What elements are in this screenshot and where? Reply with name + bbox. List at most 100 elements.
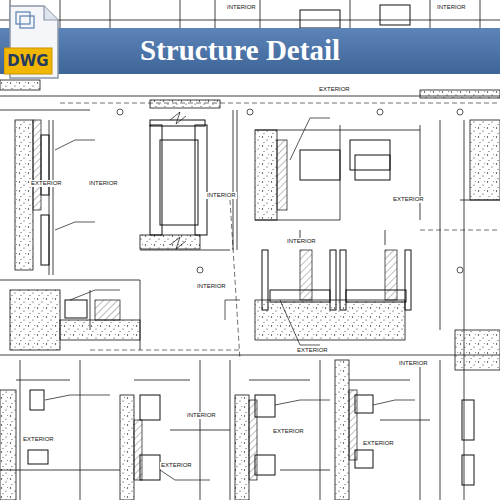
frame-outline <box>30 390 44 410</box>
room-side-label: EXTERIOR <box>160 462 193 469</box>
leader-line <box>170 237 186 249</box>
frame-outline <box>140 395 160 420</box>
frame-outline <box>262 250 268 310</box>
detail-line <box>140 280 141 350</box>
concrete-section <box>0 390 16 500</box>
detail-line <box>140 250 230 251</box>
detail-line <box>320 360 321 500</box>
detail-line <box>340 125 341 220</box>
concrete-section <box>15 120 33 270</box>
detail-marker <box>197 267 203 273</box>
detail-marker <box>457 109 463 115</box>
concrete-section <box>235 395 249 500</box>
frame-outline <box>380 5 410 25</box>
cad-glyph <box>16 12 30 24</box>
file-icon: DWG <box>4 4 62 80</box>
detail-line <box>49 120 50 275</box>
leader-line <box>170 112 186 124</box>
concrete-section <box>10 290 60 350</box>
leader-line <box>55 140 95 150</box>
insulation-layer <box>385 250 397 300</box>
insulation-layer <box>33 120 41 210</box>
room-side-label: EXTERIOR <box>296 347 329 354</box>
detail-line <box>480 0 481 28</box>
file-type-band <box>4 48 52 74</box>
concrete-section <box>120 395 134 500</box>
frame-outline <box>255 455 275 475</box>
detail-line <box>420 360 421 500</box>
insulation-layer <box>300 250 312 300</box>
detail-line <box>255 220 340 221</box>
frame-outline <box>300 150 340 180</box>
detail-line <box>110 0 111 28</box>
detail-line <box>260 0 261 28</box>
frame-outline <box>355 395 373 413</box>
frame-outline <box>160 140 198 225</box>
page-fold <box>44 6 58 20</box>
frame-outline <box>140 455 160 480</box>
cad-glyph <box>20 16 34 28</box>
detail-line <box>237 110 238 250</box>
insulation-layer <box>277 140 287 210</box>
room-side-label: INTERIOR <box>436 4 467 11</box>
concrete-section <box>0 80 40 90</box>
frame-outline <box>300 10 340 28</box>
detail-line <box>0 355 500 356</box>
file-type-label: DWG <box>7 52 48 70</box>
detail-line <box>460 200 500 201</box>
frame-outline <box>355 155 390 180</box>
room-side-label: INTERIOR <box>196 283 227 290</box>
room-side-label: INTERIOR <box>398 360 429 367</box>
detail-line <box>170 430 230 431</box>
center-line <box>60 103 260 104</box>
leader-line <box>70 290 120 300</box>
center-line <box>230 200 240 360</box>
room-side-label: INTERIOR <box>206 192 237 199</box>
detail-line <box>53 120 54 275</box>
frame-outline <box>270 290 330 302</box>
frame-outline <box>255 395 275 417</box>
leader-line <box>373 400 415 405</box>
concrete-section <box>470 120 500 200</box>
frame-outline <box>195 125 207 235</box>
detail-line <box>249 380 310 381</box>
detail-line <box>0 470 120 471</box>
detail-line <box>0 20 500 21</box>
frame-outline <box>340 250 346 310</box>
detail-line <box>215 0 216 28</box>
leader-line <box>290 118 330 160</box>
leader-line <box>280 300 320 345</box>
detail-line <box>0 96 500 97</box>
concrete-section <box>255 130 277 220</box>
insulation-layer <box>95 300 120 320</box>
detail-marker <box>457 267 463 273</box>
room-side-label: EXTERIOR <box>362 440 395 447</box>
detail-line <box>385 230 386 245</box>
detail-line <box>60 0 61 28</box>
concrete-section <box>335 360 349 500</box>
frame-outline <box>346 290 406 302</box>
detail-line <box>349 380 410 381</box>
room-side-label: EXTERIOR <box>392 196 425 203</box>
detail-line <box>0 280 140 281</box>
insulation-layer <box>249 400 257 480</box>
concrete-section <box>140 235 200 249</box>
center-line <box>90 350 240 351</box>
room-side-label: EXTERIOR <box>22 436 55 443</box>
concrete-section <box>60 320 140 340</box>
center-line <box>420 230 500 231</box>
detail-line <box>255 130 420 131</box>
detail-line <box>420 125 421 220</box>
room-side-label: INTERIOR <box>88 180 119 187</box>
detail-line <box>440 120 441 330</box>
concrete-section <box>455 330 500 370</box>
detail-line <box>134 380 190 381</box>
detail-line <box>430 0 431 28</box>
room-side-label: INTERIOR <box>186 412 217 419</box>
room-side-label: INTERIOR <box>286 238 317 245</box>
insulation-layer <box>134 420 142 480</box>
center-line <box>260 103 500 104</box>
room-side-label: EXTERIOR <box>318 86 351 93</box>
detail-line <box>233 110 234 250</box>
